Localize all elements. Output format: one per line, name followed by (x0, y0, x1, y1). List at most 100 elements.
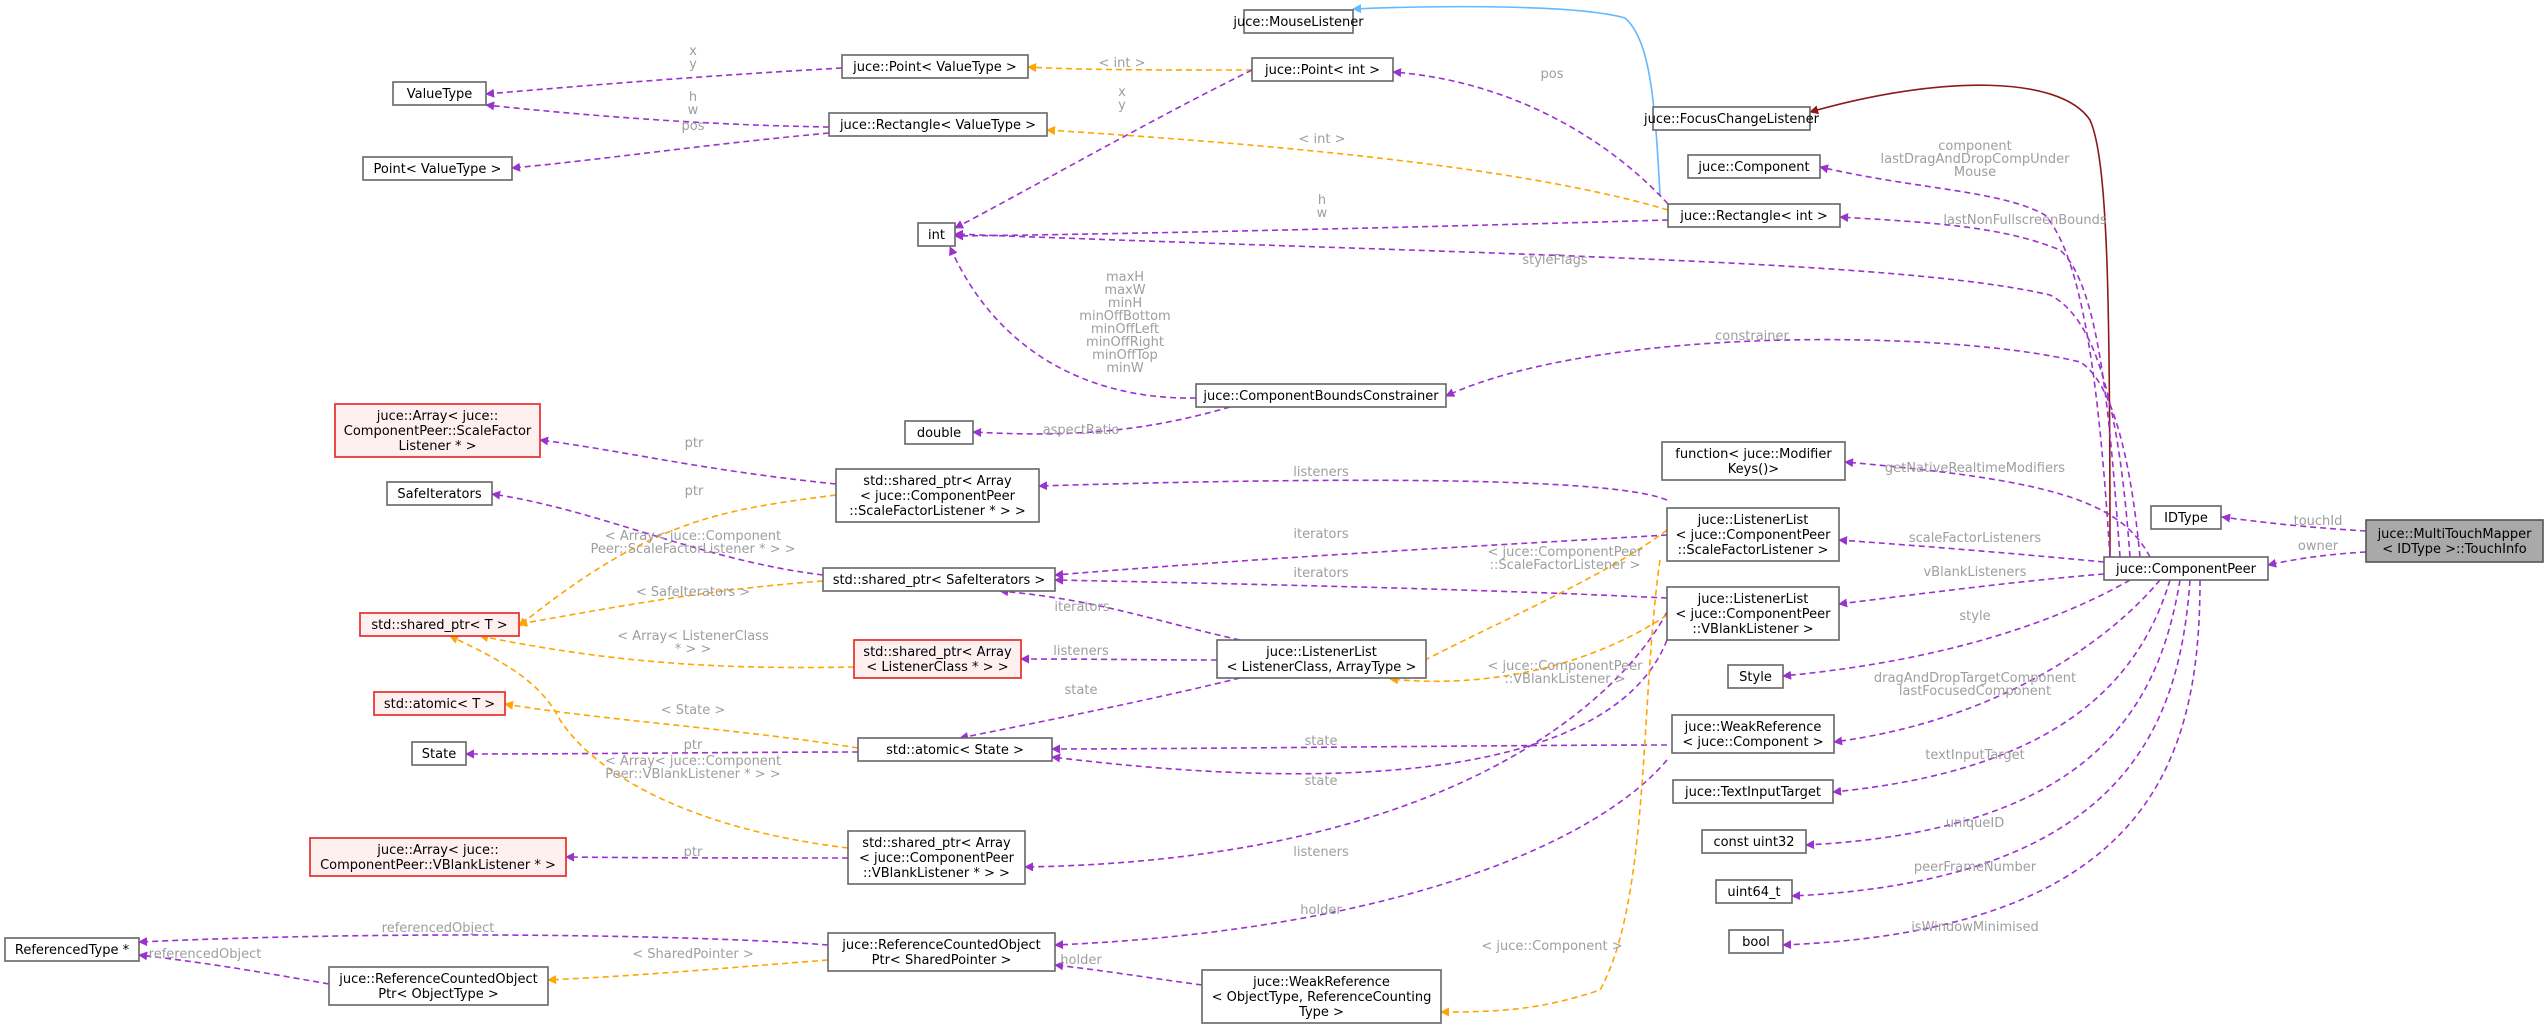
class-node-box (1201, 969, 1442, 1024)
class-node-llsf[interactable]: juce::ListenerList< juce::ComponentPeer:… (1666, 507, 1840, 562)
class-node-comp[interactable]: juce::Component (1687, 154, 1821, 179)
class-node-box (1195, 383, 1447, 408)
class-node-rectvt[interactable]: juce::Rectangle< ValueType > (828, 112, 1048, 137)
edge-29 (1038, 479, 1668, 501)
class-node-label: juce::ComponentBoundsConstrainer (1202, 389, 1439, 404)
edge-label-component: component (1938, 139, 2012, 154)
class-node-label: juce::WeakReference (1684, 720, 1822, 735)
edge-3 (1809, 84, 2111, 558)
edge-label-touchid: touchId (2294, 514, 2343, 529)
edge-label-minmax: minOffTop (1092, 348, 1158, 363)
class-node-box (1671, 714, 1835, 754)
class-node-state[interactable]: State (411, 741, 467, 766)
class-node-box (835, 468, 1040, 523)
edge-label-component: lastDragAndDropCompUnder (1881, 152, 2071, 167)
class-node-mouse[interactable]: juce::MouseListener (1232, 9, 1364, 34)
class-node-box (1715, 879, 1793, 904)
class-node-box (386, 481, 493, 506)
edge-label-aspect: aspectRatio (1043, 423, 1120, 438)
class-node-bool[interactable]: bool (1728, 929, 1784, 954)
class-node-spvb[interactable]: std::shared_ptr< Array< juce::ComponentP… (847, 830, 1026, 885)
class-node-label: juce::ComponentPeer (2115, 562, 2257, 577)
class-node-label: ::VBlankListener * > > (863, 866, 1010, 881)
class-node-spsi[interactable]: std::shared_ptr< SafeIterators > (822, 567, 1056, 592)
edge-36 (1020, 654, 1218, 664)
class-node-atoms[interactable]: std::atomic< State > (857, 737, 1053, 762)
edge-0 (2221, 513, 2367, 532)
edge-label-tit_lbl: textInputTarget (1925, 748, 2025, 763)
class-node-label: juce::ReferenceCountedObject (841, 938, 1040, 953)
class-node-int[interactable]: int (917, 222, 956, 247)
edge-label-lnfb: lastNonFullscreenBounds (1943, 213, 2106, 228)
class-node-label: juce::Array< juce:: (376, 409, 499, 424)
edge-17 (1027, 62, 1253, 72)
class-node-tit[interactable]: juce::TextInputTarget (1672, 779, 1834, 804)
class-node-label: juce::ListenerList (1697, 592, 1809, 607)
edge-18 (485, 67, 843, 98)
class-node-box (334, 403, 541, 458)
class-node-label: Ptr< SharedPointer > (872, 953, 1012, 968)
class-node-label: juce::ReferenceCountedObject (338, 972, 537, 987)
class-node-cp[interactable]: juce::ComponentPeer (2103, 556, 2269, 581)
edge-label-listeners2: listeners (1053, 644, 1109, 659)
class-node-reftype[interactable]: ReferencedType * (4, 937, 140, 962)
edge-label-pfn: peerFrameNumber (1914, 860, 2037, 875)
class-node-valuetype[interactable]: ValueType (392, 81, 487, 106)
edge-14 (1805, 579, 2181, 850)
class-node-focusl[interactable]: juce::FocusChangeListener (1643, 106, 1820, 131)
edge-label-listeners1: listeners (1293, 465, 1349, 480)
class-node-box (2365, 519, 2544, 563)
class-node-box (2150, 505, 2222, 530)
class-node-label: std::atomic< T > (384, 697, 495, 712)
edge-label-styleflags: styleFlags (1522, 253, 1587, 268)
class-node-arrvb[interactable]: juce::Array< juce::ComponentPeer::VBlank… (309, 837, 567, 877)
class-node-label: juce::Rectangle< int > (1679, 209, 1828, 224)
class-node-box (1251, 57, 1394, 82)
class-node-double[interactable]: double (904, 420, 974, 445)
class-node-u64[interactable]: uint64_t (1715, 879, 1793, 904)
edge-28 (518, 494, 837, 627)
class-node-safeit[interactable]: SafeIterators (386, 481, 493, 506)
class-node-arrsf[interactable]: juce::Array< juce::ComponentPeer::ScaleF… (334, 403, 541, 458)
class-node-label: < juce::ComponentPeer (1676, 528, 1832, 543)
class-node-atomt[interactable]: std::atomic< T > (373, 691, 506, 716)
edge-label-state_t: < State > (661, 703, 725, 718)
edge-label-vbl: vBlankListeners (1923, 565, 2026, 580)
class-node-idtype[interactable]: IDType (2150, 505, 2222, 530)
class-node-pointvt2[interactable]: Point< ValueType > (362, 156, 513, 181)
edge-label-owner: owner (2298, 539, 2339, 554)
class-node-wrc[interactable]: juce::WeakReference< juce::Component > (1671, 714, 1835, 754)
class-node-mtm[interactable]: juce::MultiTouchMapper< IDType >::TouchI… (2365, 519, 2544, 563)
class-node-style[interactable]: Style (1727, 664, 1784, 689)
class-node-recti[interactable]: juce::Rectangle< int > (1667, 203, 1841, 228)
class-node-llc[interactable]: juce::ListenerList< ListenerClass, Array… (1216, 639, 1427, 679)
class-node-label: SafeIterators (397, 487, 481, 502)
class-node-llvb[interactable]: juce::ListenerList< juce::ComponentPeer:… (1666, 586, 1840, 641)
edge-25 (949, 246, 1197, 399)
edge-32 (1054, 534, 1668, 579)
class-node-label: std::shared_ptr< SafeIterators > (833, 573, 1046, 588)
edge-30 (491, 490, 824, 576)
class-node-box (362, 156, 513, 181)
edge-39 (465, 749, 859, 759)
class-node-box (1667, 203, 1841, 228)
class-node-cbc[interactable]: juce::ComponentBoundsConstrainer (1195, 383, 1447, 408)
edge-26 (972, 406, 1231, 437)
edge-label-pos1: pos (682, 119, 705, 134)
class-node-spt[interactable]: std::shared_ptr< T > (359, 612, 520, 637)
class-node-splc[interactable]: std::shared_ptr< Array< ListenerClass * … (853, 639, 1022, 679)
class-node-cu32[interactable]: const uint32 (1701, 829, 1807, 854)
class-node-pointi[interactable]: juce::Point< int > (1251, 57, 1394, 82)
class-node-pointvt[interactable]: juce::Point< ValueType > (841, 54, 1029, 79)
class-node-label: function< juce::Modifier (1675, 447, 1832, 462)
edge-45 (1389, 529, 1668, 679)
edge-label-hw2: w (1317, 206, 1328, 221)
class-node-wrot[interactable]: juce::WeakReference< ObjectType, Referen… (1201, 969, 1442, 1024)
edge-16 (1782, 579, 2201, 950)
class-node-spsf[interactable]: std::shared_ptr< Array< juce::ComponentP… (835, 468, 1040, 523)
edge-label-int_t1: < int > (1099, 56, 1146, 71)
